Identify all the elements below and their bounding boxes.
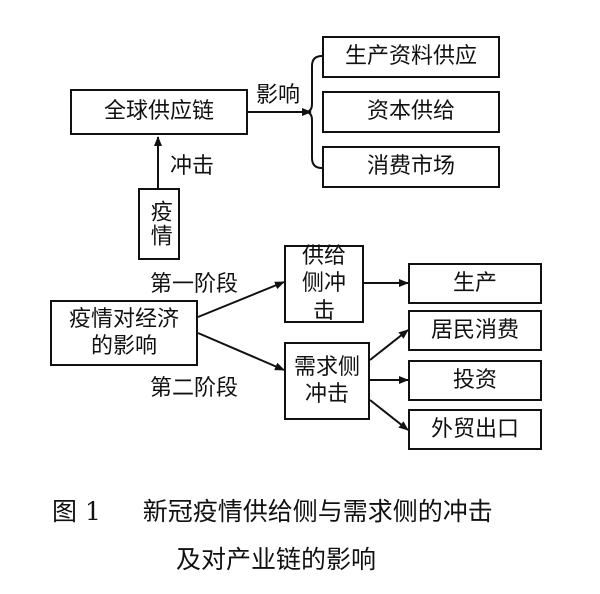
figure-caption-line2: 及对产业链的影响 xyxy=(176,545,377,574)
arrow-demand-consumption xyxy=(369,329,409,361)
figure-caption-line1: 图 1 新冠疫情供给侧与需求侧的冲击 xyxy=(52,492,493,528)
arrow-demand-export xyxy=(369,399,409,431)
demand-side-box: 需求侧冲击 xyxy=(284,342,370,420)
outcome-investment: 投资 xyxy=(408,360,542,401)
outcome-production-materials: 生产资料供应 xyxy=(322,36,500,78)
outcome-foreign-trade-export: 外贸出口 xyxy=(408,409,542,450)
supply-side-box: 供给侧冲击 xyxy=(284,244,364,324)
stage2-label: 第二阶段 xyxy=(150,376,239,401)
arrow-stage2 xyxy=(197,332,285,371)
outcome-household-consumption: 居民消费 xyxy=(408,310,542,351)
shock-label: 冲击 xyxy=(170,154,215,179)
outcome-consumer-market: 消费市场 xyxy=(322,146,500,188)
outcome-capital-supply: 资本供给 xyxy=(322,91,500,133)
epidemic-box: 疫情 xyxy=(138,188,180,260)
global-supply-chain-box: 全球供应链 xyxy=(70,89,248,135)
impact-label: 影响 xyxy=(256,83,301,108)
outcome-production: 生产 xyxy=(408,263,542,304)
economic-impact-box: 疫情对经济的影响 xyxy=(50,300,198,366)
stage1-label: 第一阶段 xyxy=(150,272,239,297)
arrow-stage1 xyxy=(197,281,285,318)
figure-title-line1: 新冠疫情供给侧与需求侧的冲击 xyxy=(142,497,493,526)
figure-number: 图 1 xyxy=(52,497,101,526)
brace xyxy=(304,55,323,169)
